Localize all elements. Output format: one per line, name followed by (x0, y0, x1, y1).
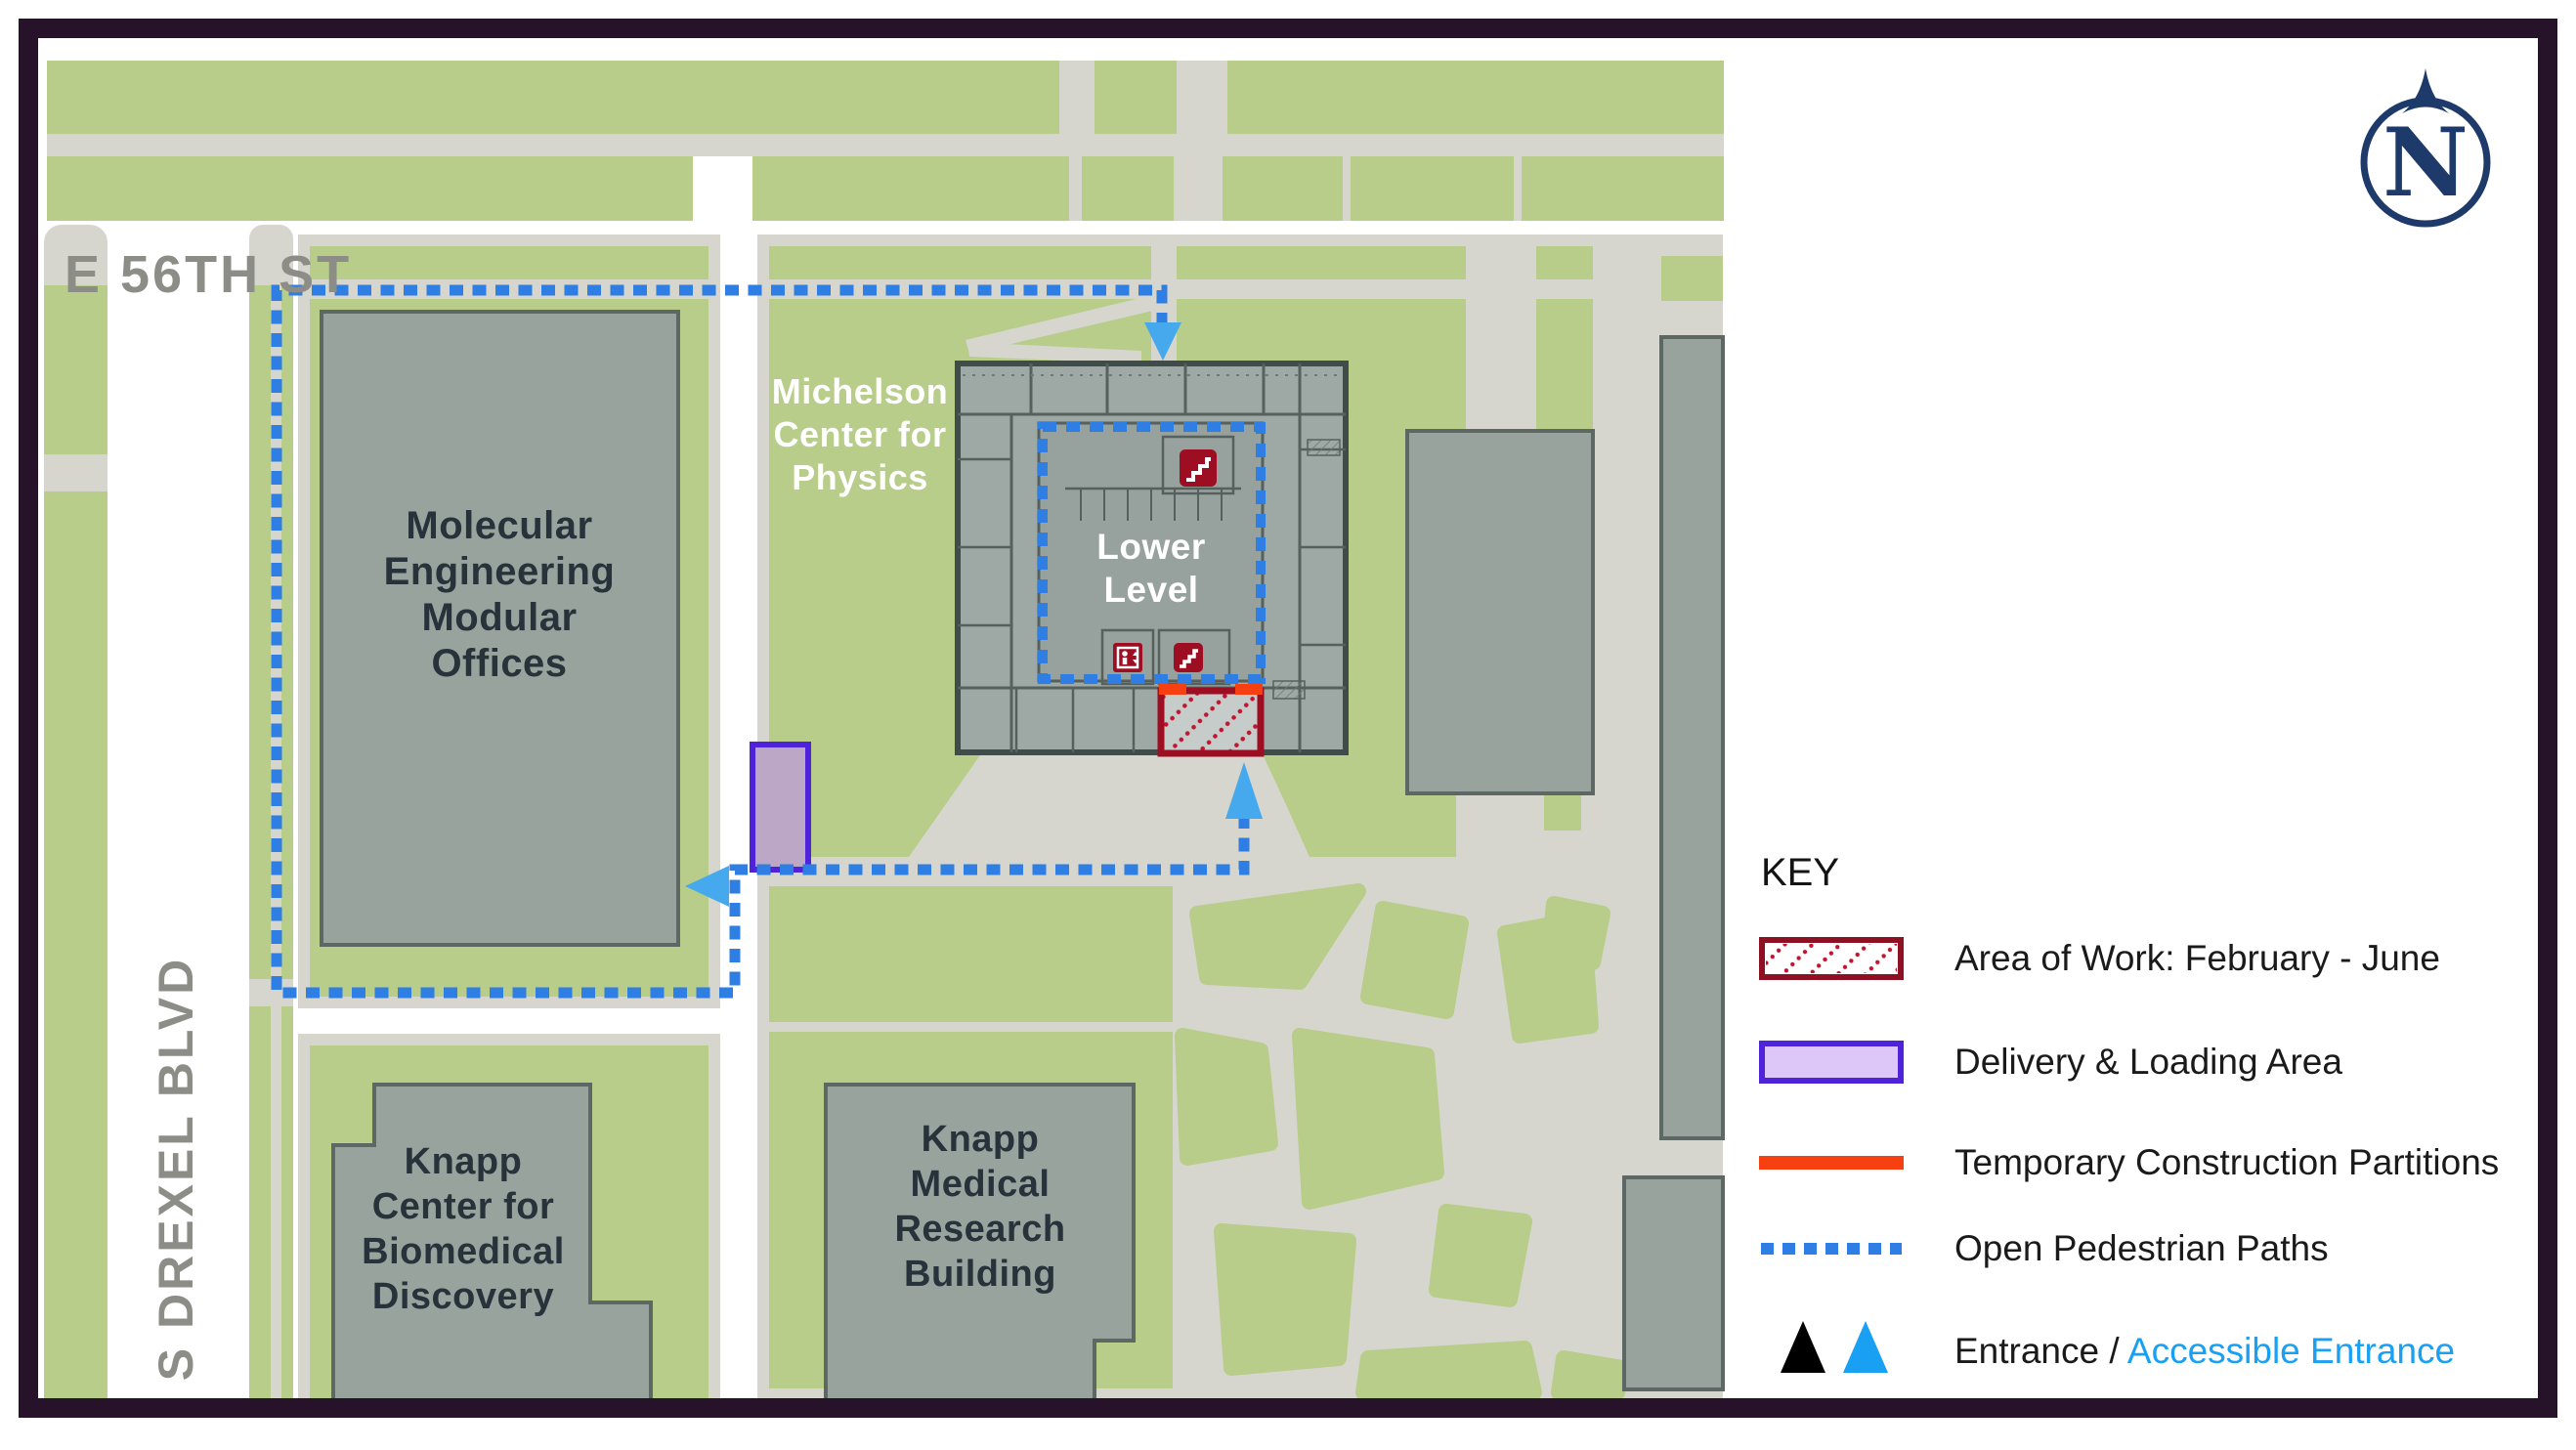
knapp-biomedical-label: Knapp Center for Biomedical Discovery (362, 1141, 565, 1317)
legend-label-paths: Open Pedestrian Paths (1954, 1228, 2329, 1268)
east-buildings (1405, 335, 1725, 1391)
area-of-work (1157, 684, 1265, 757)
street-label-drexel: S DREXEL BLVD (149, 956, 203, 1382)
legend-title: KEY (1761, 851, 1840, 894)
street-label-e56th: E 56TH ST (64, 245, 353, 304)
construction-partition-left (1159, 684, 1186, 695)
delivery-area-swatch (1759, 1041, 1904, 1084)
knapp-biomedical-building (331, 1083, 653, 1402)
e56th-parkway-strips (47, 61, 1724, 227)
pedestrian-path-swatch (1761, 1243, 1902, 1255)
compass-north-icon: N (2360, 68, 2491, 228)
delivery-loading-area (750, 742, 811, 873)
michelson-center-label: Michelson Center for Physics (771, 371, 949, 497)
molecular-building (320, 310, 680, 947)
arrow-up-south-entrance (1225, 762, 1263, 819)
elevator-icon (1113, 643, 1142, 672)
legend-label-area-of-work: Area of Work: February - June (1954, 938, 2440, 978)
molecular-block (298, 235, 720, 1008)
entrance-triangle-icon (1781, 1321, 1825, 1373)
construction-partition-right (1235, 684, 1263, 695)
knapp-medical-label: Knapp Medical Research Building (894, 1119, 1066, 1295)
open-pedestrian-paths (271, 284, 1266, 999)
path-arrows (685, 322, 1263, 907)
compass-letter: N (2383, 107, 2469, 218)
partition-swatch (1759, 1156, 1904, 1170)
southeast-building (1622, 1175, 1725, 1391)
arrow-left-west (685, 866, 729, 907)
accessible-entrance-text: Accessible Entrance (2126, 1331, 2456, 1371)
accessible-entrance-triangle-icon (1843, 1321, 1888, 1373)
knapp-biomedical-block (298, 1034, 720, 1402)
legend-label-delivery: Delivery & Loading Area (1954, 1042, 2342, 1082)
park-green-patches (1175, 883, 1630, 1400)
arrow-down-north-entrance (1144, 322, 1181, 361)
stairs-icon (1180, 449, 1217, 487)
legend-label-entrances: Entrance / Accessible Entrance (1954, 1331, 2455, 1372)
east-mid-building (1405, 429, 1595, 795)
molecular-building-label: Molecular Engineering Modular Offices (383, 504, 616, 685)
stairs-icon-2 (1174, 643, 1203, 672)
legend-label-partitions: Temporary Construction Partitions (1954, 1142, 2500, 1182)
map-frame (19, 19, 2557, 1418)
lower-level-label: Lower Level (1096, 527, 1206, 610)
east-tall-building (1659, 335, 1725, 1140)
michelson-floor-plan (955, 361, 1349, 755)
entrance-text: Entrance / (1954, 1331, 2127, 1371)
area-of-work-swatch (1759, 937, 1904, 980)
drexel-blvd-strips (44, 225, 293, 1400)
